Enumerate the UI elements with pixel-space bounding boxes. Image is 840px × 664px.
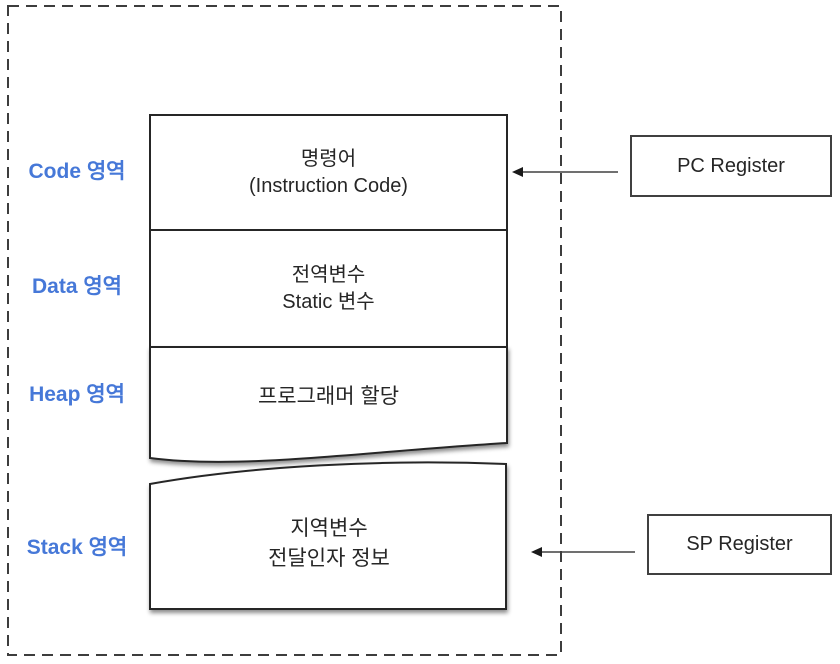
data-region-label: Data 영역 — [32, 275, 122, 298]
code-box-line1: 명령어 — [300, 147, 357, 170]
pc-register-arrow-icon — [512, 167, 618, 177]
stack-box-line1: 지역변수 — [290, 517, 368, 540]
data-box-line1: 전역변수 — [291, 263, 366, 286]
stack-region-torn-shape — [149, 461, 507, 610]
stack-box-text: 지역변수 전달인자 정보 — [154, 480, 504, 608]
code-box-line2: (Instruction Code) — [249, 174, 408, 197]
sp-register-box: SP Register — [647, 514, 832, 575]
heap-region-label: Heap 영역 — [29, 383, 125, 406]
pc-register-box: PC Register — [630, 135, 832, 197]
sp-register-label: SP Register — [686, 533, 793, 555]
heap-box-line1: 프로그래머 할당 — [257, 385, 400, 408]
code-box-text: 명령어 (Instruction Code) — [152, 116, 505, 229]
heap-region-torn-shape — [149, 346, 508, 463]
code-region-label: Code 영역 — [28, 160, 126, 183]
process-memory-dashed-frame — [7, 5, 562, 656]
pc-register-label: PC Register — [677, 154, 785, 177]
data-region-box-outline — [149, 229, 508, 348]
heap-box-text: 프로그래머 할당 — [152, 348, 505, 446]
data-box-text: 전역변수 Static 변수 — [152, 231, 505, 346]
data-box-line2: Static 변수 — [282, 290, 375, 313]
stack-box-line2: 전달인자 정보 — [268, 547, 390, 570]
sp-register-arrow-icon — [531, 547, 635, 557]
stack-region-label: Stack 영역 — [26, 536, 128, 559]
